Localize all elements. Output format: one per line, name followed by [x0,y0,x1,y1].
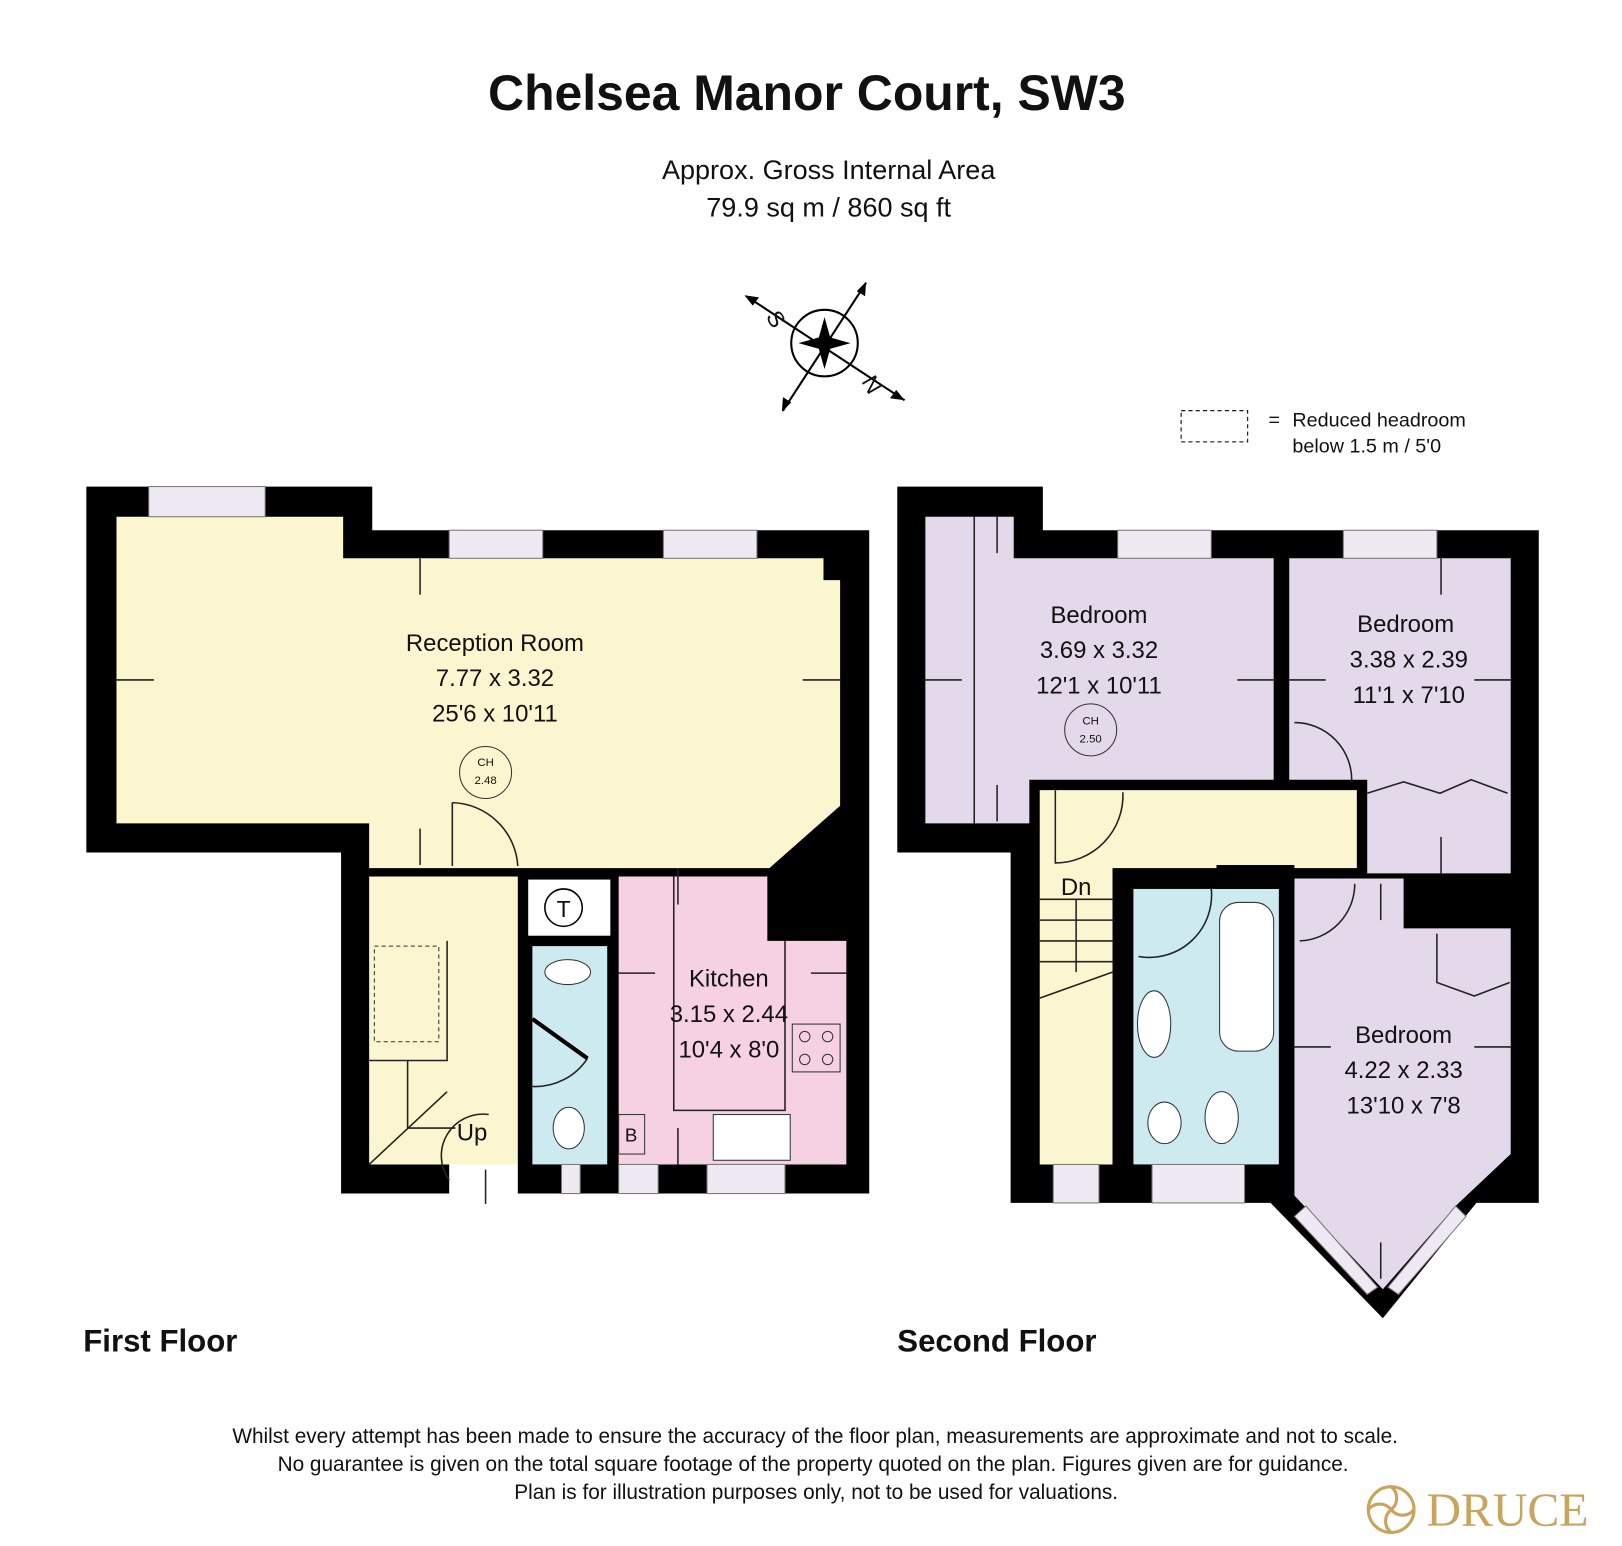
kitchen-imperial: 10'4 x 8'0 [678,1036,779,1063]
reception-metric: 7.77 x 3.32 [436,665,554,692]
first-floor-plan: T B Reception Roo [86,486,870,1204]
bedroom-3-name: Bedroom [1355,1022,1452,1049]
bedroom-2-metric: 3.38 x 2.39 [1350,646,1468,673]
cupboard [521,873,617,942]
page-title: Chelsea Manor Court, SW3 [488,65,1126,121]
disclaimer-line-1: Whilst every attempt has been made to en… [232,1425,1398,1448]
area-label: Approx. Gross Internal Area [662,155,996,185]
second-floor-label: Second Floor [897,1324,1096,1359]
reduced-headroom-swatch [1180,410,1249,443]
reception-name: Reception Room [406,630,584,657]
bedroom-3 [1294,878,1511,1290]
dimension-arrows [925,516,1511,1279]
reception-room [116,516,841,869]
bedroom-2-imperial: 11'1 x 7'10 [1353,682,1465,709]
boiler-marker: B [625,1125,637,1146]
legend-line1: Reduced headroom [1292,409,1465,431]
ceiling-height-label: CH [1082,716,1099,728]
bedroom-2-name: Bedroom [1357,611,1454,638]
bedroom-1 [925,516,1274,824]
ceiling-height-value: 2.50 [1080,733,1102,745]
bedroom-3-metric: 4.22 x 2.33 [1344,1057,1462,1084]
legend-line2: below 1.5 m / 5'0 [1292,435,1441,457]
legend: = Reduced headroom below 1.5 m / 5'0 [1180,409,1466,457]
bedroom-2 [1289,558,1511,874]
compass-icon: S N [744,281,906,412]
stairs-down-label: Dn [1061,874,1092,901]
kitchen-metric: 3.15 x 2.44 [670,1001,788,1028]
bedroom-3-imperial: 13'10 x 7'8 [1347,1092,1461,1119]
stairs-up-label: Up [457,1120,488,1147]
reduced-headroom-area [373,945,440,1043]
ceiling-height-value: 2.48 [474,775,496,787]
dimension-arrows [116,558,847,1204]
logo-text: DRUCE [1426,1484,1588,1537]
bedroom-1-metric: 3.69 x 3.32 [1040,637,1158,664]
legend-equals: = [1268,409,1280,431]
bedroom-1-imperial: 12'1 x 10'11 [1036,672,1162,699]
second-floor-plan: Bedroom 3.69 x 3.32 12'1 x 10'11 CH 2.50… [897,486,1539,1319]
kitchen [618,876,847,1165]
area-value: 79.9 sq m / 860 sq ft [706,192,951,222]
landing [1039,790,1357,1165]
disclaimer-line-2: No guarantee is given on the total squar… [278,1453,1349,1476]
druce-logo: DRUCE [1366,1484,1589,1537]
first-floor-label: First Floor [83,1324,237,1359]
hallway [369,876,518,1165]
compass-north-label: N [857,371,888,398]
tank-marker: T [557,896,571,922]
ceiling-height-label: CH [477,757,493,769]
kitchen-name: Kitchen [689,966,769,993]
bedroom-1-name: Bedroom [1050,602,1147,629]
disclaimer-line-3: Plan is for illustration purposes only, … [514,1481,1118,1504]
reception-imperial: 25'6 x 10'11 [432,701,558,728]
